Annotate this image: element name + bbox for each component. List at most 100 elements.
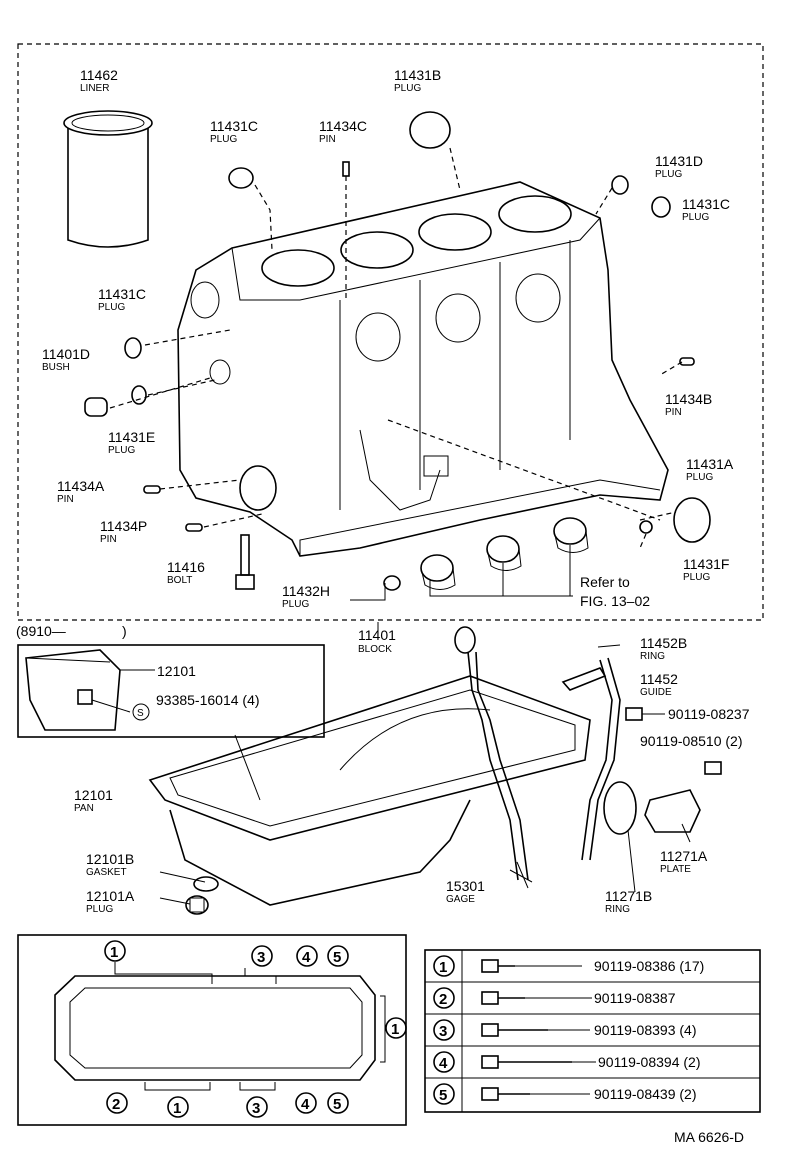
label-plug-pan-name: PLUG <box>86 904 113 915</box>
bolt-table: 1 90119-08386 (17) 2 90119-08387 3 90119… <box>433 955 704 1105</box>
label-pin-a-number: 11434A <box>57 478 105 494</box>
plug-d-drawing <box>611 175 629 195</box>
label-plug-c-right-name: PLUG <box>682 212 709 223</box>
bush-drawing <box>84 397 108 417</box>
label-pin-a-name: PIN <box>57 494 74 505</box>
svg-text:1: 1 <box>391 1021 399 1038</box>
svg-text:4: 4 <box>302 949 311 966</box>
bolt-part-3: 90119-08393 (4) <box>594 1022 696 1038</box>
bolt-key-4: 4 <box>439 1055 448 1072</box>
label-ring-b-number: 11452B <box>640 635 687 651</box>
label-plate-number: 11271A <box>660 848 708 864</box>
plug-12101a-drawing <box>185 895 209 915</box>
label-plug-e-name: PLUG <box>108 445 135 456</box>
inset-sealant-symbol: S <box>137 708 144 719</box>
block-leaders <box>109 147 683 549</box>
bolt-table-frame <box>424 949 761 1113</box>
label-pin-c-name: PIN <box>319 134 336 145</box>
label-liner-number: 11462 <box>80 67 118 83</box>
label-liner-name: LINER <box>80 83 109 94</box>
svg-text:5: 5 <box>333 1096 341 1113</box>
label-plug-c-top-number: 11431C <box>210 118 258 134</box>
label-guide-number: 11452 <box>640 671 678 687</box>
label-plug-a-number: 11431A <box>686 456 734 472</box>
label-block-name: BLOCK <box>358 644 392 655</box>
inset-date-close: ) <box>122 623 127 639</box>
bearing-drawing <box>420 517 589 590</box>
pin-b-drawing <box>679 357 695 366</box>
guide-drawing <box>561 657 621 861</box>
label-plug-c-left-name: PLUG <box>98 302 125 313</box>
label-guide-name: GUIDE <box>640 687 672 698</box>
bolt-drawing <box>235 534 255 590</box>
refer-bracket <box>429 545 573 597</box>
gage-drawing <box>454 626 529 881</box>
label-gage-name: GAGE <box>446 894 475 905</box>
label-bolt-08237-number: 90119-08237 <box>668 706 750 722</box>
gasket-pattern-box <box>17 934 407 1126</box>
label-pan-number: 12101 <box>74 787 113 803</box>
plug-h-drawing <box>383 575 401 591</box>
plug-c-right-drawing <box>651 196 671 218</box>
label-bush-name: BUSH <box>42 362 70 373</box>
label-pin-b-number: 11434B <box>665 391 712 407</box>
label-plug-h-number: 11432H <box>282 583 330 599</box>
sealant-symbol-circle <box>132 703 150 721</box>
label-ring-271b-name: RING <box>605 904 630 915</box>
bolt-key-1: 1 <box>439 959 447 976</box>
pin-a-drawing <box>143 485 161 494</box>
label-gasket-name: GASKET <box>86 867 127 878</box>
label-pin-c-number: 11434C <box>319 118 367 134</box>
label-block-number: 11401 <box>358 627 396 643</box>
plate-drawing <box>644 789 701 833</box>
pin-p-drawing <box>185 523 203 532</box>
pin-c-drawing <box>342 161 350 177</box>
gasket-12101b-drawing <box>193 876 219 892</box>
bolt-key-2: 2 <box>439 991 447 1008</box>
refer-line-1: Refer to <box>580 574 630 590</box>
label-plug-f-number: 11431F <box>683 556 729 572</box>
label-bush-number: 11401D <box>42 346 90 362</box>
label-bolt-name: BOLT <box>167 575 192 586</box>
plug-h-leader <box>350 583 386 601</box>
refer-line-2: FIG. 13–02 <box>580 593 650 609</box>
bolt-part-4: 90119-08394 (2) <box>598 1054 700 1070</box>
oil-pan-drawing <box>148 675 591 906</box>
plug-c-left-drawing <box>124 337 142 359</box>
label-ring-271b-number: 11271B <box>605 888 652 904</box>
inset-sealant-part: 93385-16014 (4) <box>156 692 260 708</box>
bolt-key-5: 5 <box>439 1087 447 1104</box>
label-plug-c-top-name: PLUG <box>210 134 237 145</box>
bolt-key-3: 3 <box>439 1023 447 1040</box>
ring-271b-drawing <box>603 781 637 835</box>
label-plate-name: PLATE <box>660 864 691 875</box>
liner-drawing <box>63 110 153 248</box>
label-pin-b-name: PIN <box>665 407 682 418</box>
inset-part-number: 12101 <box>157 663 196 679</box>
bolt-icons <box>481 959 572 1101</box>
label-pin-p-name: PIN <box>100 534 117 545</box>
label-gasket-number: 12101B <box>86 851 134 867</box>
bolt-part-2: 90119-08387 <box>594 990 676 1006</box>
plug-c-top-drawing <box>228 167 254 189</box>
svg-text:1: 1 <box>110 944 118 961</box>
cylinder-block-drawing <box>177 181 669 557</box>
inset-box <box>17 644 325 738</box>
label-pin-p-number: 11434P <box>100 518 147 534</box>
svg-text:3: 3 <box>257 949 265 966</box>
label-plug-a-name: PLUG <box>686 472 713 483</box>
label-plug-e-number: 11431E <box>108 429 155 445</box>
label-pan-name: PAN <box>74 803 94 814</box>
plug-b-drawing <box>409 111 451 149</box>
svg-text:3: 3 <box>252 1100 260 1117</box>
plug-f-drawing <box>639 520 653 534</box>
label-plug-d-number: 11431D <box>655 153 703 169</box>
svg-text:2: 2 <box>112 1096 120 1113</box>
inset-pan-drawing <box>25 649 121 731</box>
label-plug-d-name: PLUG <box>655 169 682 180</box>
gasket-outline-drawing <box>54 975 376 1081</box>
label-bolt-number: 11416 <box>167 559 205 575</box>
bolt-part-1: 90119-08386 (17) <box>594 958 704 974</box>
gasket-keys: 1 3 4 5 1 2 1 3 4 5 <box>104 940 407 1118</box>
